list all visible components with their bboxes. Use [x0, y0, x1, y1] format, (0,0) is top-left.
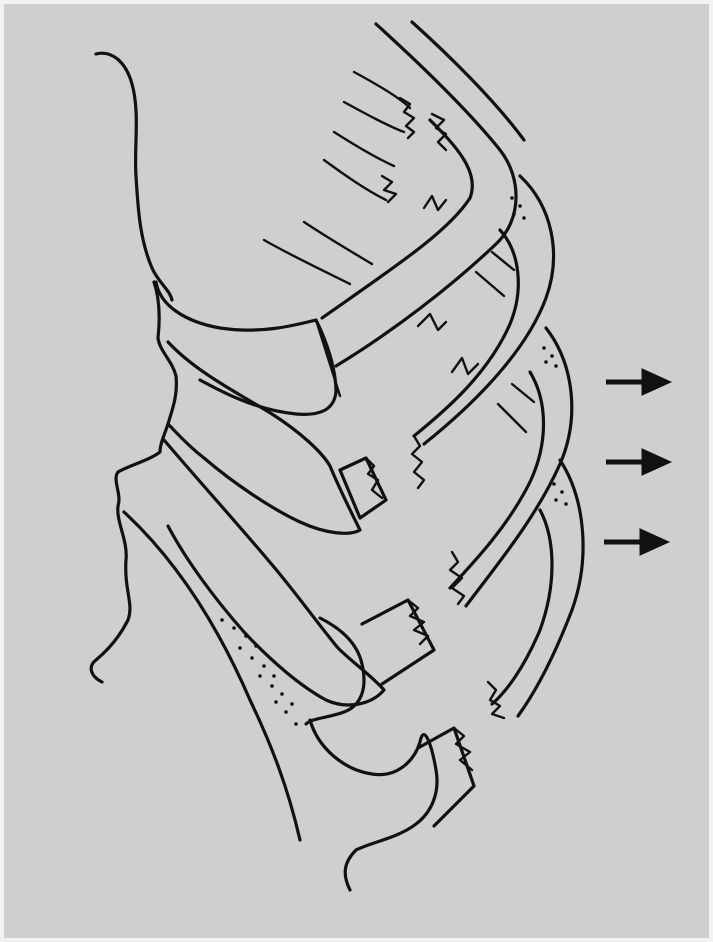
- fracture-edge-upper-4: [424, 196, 446, 210]
- fracture-mark-1: [418, 314, 446, 330]
- rib-2-crossline-3: [316, 320, 340, 396]
- arrow-1-icon: [606, 372, 666, 392]
- rib-4-head: [310, 720, 437, 890]
- upper-fiber-1: [354, 72, 410, 108]
- rib-1-outer: [336, 24, 516, 366]
- rib-1-head: [156, 282, 336, 414]
- rib-2-crossline-1: [476, 272, 504, 296]
- rib-2-outer: [424, 176, 554, 444]
- lower-rib-head: [306, 618, 364, 724]
- upper-fiber-6: [304, 222, 372, 264]
- arrow-3-icon: [604, 532, 664, 552]
- fracture-edge-upper-2: [432, 114, 446, 150]
- fracture-end-rib-2: [412, 436, 424, 488]
- fracture-block-1: [340, 458, 386, 518]
- rib-3-crossline-2: [512, 384, 534, 402]
- upper-fiber-5: [264, 240, 350, 284]
- spinal-contour-line: [91, 282, 176, 682]
- rib-1-inner: [412, 22, 524, 140]
- upper-fiber-4: [324, 160, 386, 200]
- rib-3-crossline-1: [498, 404, 526, 432]
- fracture-mark-2: [452, 358, 478, 374]
- upper-fiber-2: [344, 102, 404, 132]
- fracture-end-rib-3: [450, 552, 464, 604]
- arrow-2-icon: [606, 452, 666, 472]
- rib-3-inner: [450, 372, 544, 588]
- upper-contour-line: [96, 53, 172, 300]
- rib-2-crossline-2: [492, 252, 514, 270]
- rib-1-upper-edge: [322, 120, 472, 318]
- upper-fiber-3: [334, 132, 394, 166]
- rib-3-head: [164, 440, 384, 705]
- stipple-dots: [220, 196, 568, 726]
